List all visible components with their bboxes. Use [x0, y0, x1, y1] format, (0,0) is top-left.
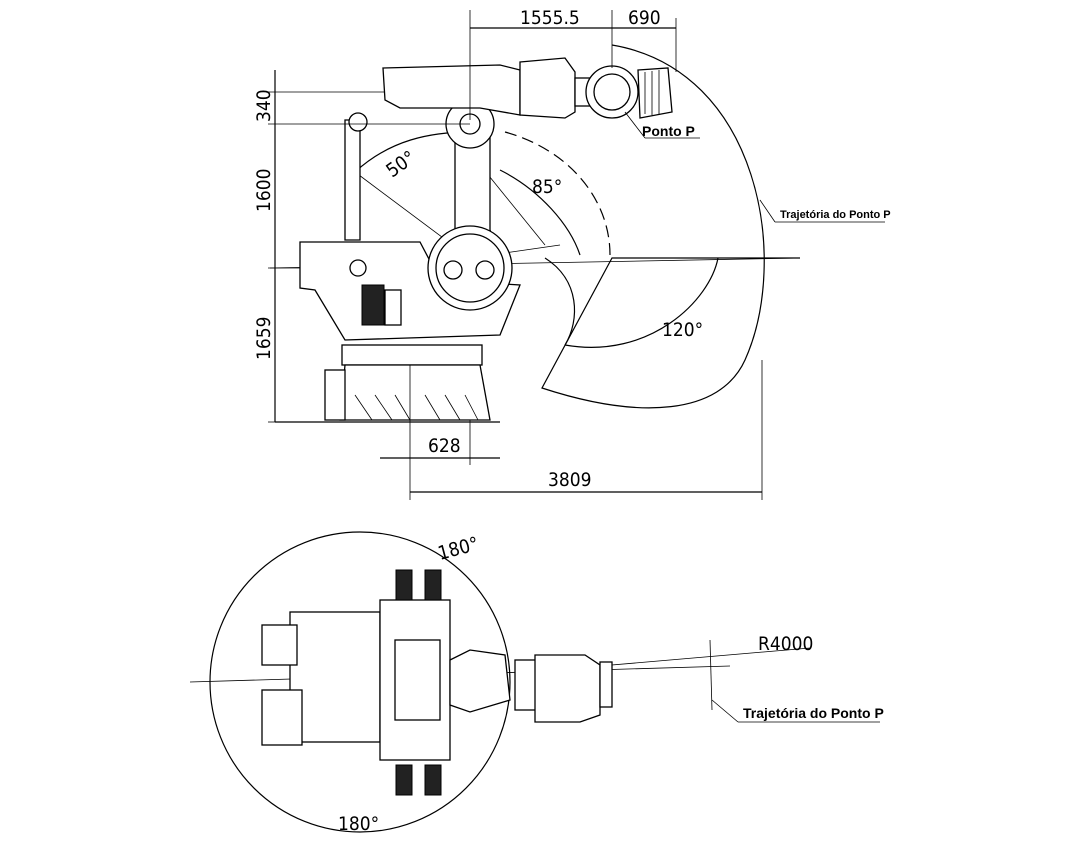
- balancer-rod: [344, 119, 361, 241]
- axis-motor-1: [361, 284, 385, 326]
- side-view: 1555.5 690 340 1600 1659 628 3809 50° 85…: [253, 7, 891, 500]
- robot-base-plate: [341, 344, 483, 366]
- top-tool-flange: [599, 661, 613, 708]
- balancer-top-joint: [348, 112, 368, 132]
- dim-690: 690: [628, 7, 661, 29]
- balancer-pivot: [349, 259, 367, 277]
- dim-628: 628: [428, 435, 461, 457]
- angle-120-label: 120°: [662, 319, 703, 341]
- top-radius-line: [599, 647, 811, 667]
- angle-180-top: 180°: [436, 533, 481, 565]
- trajectory-tick: [709, 639, 713, 711]
- base-ribs: [354, 394, 479, 421]
- dim-1659: 1659: [253, 317, 275, 361]
- top-view: 180° 180° R4000 Trajetória do Ponto P: [189, 531, 884, 835]
- point-p-label: Ponto P: [642, 123, 695, 139]
- base-side-unit: [324, 369, 346, 421]
- forearm-tube: [519, 57, 576, 119]
- top-arm: [449, 649, 511, 713]
- bottom-motor-1: [395, 764, 413, 796]
- reach-envelope: [541, 44, 800, 409]
- wrist-flange-inner: [593, 73, 631, 111]
- angle-50-label: 50°: [382, 147, 419, 182]
- dim-1555-5: 1555.5: [520, 7, 580, 29]
- trajectory-label-top: Trajetória do Ponto P: [743, 705, 884, 721]
- callout-leader-point-p: [624, 111, 646, 139]
- shoulder-gear-inner: [435, 233, 505, 303]
- top-motor-2: [424, 569, 442, 601]
- angle-85-arc: [499, 169, 581, 256]
- top-end-effector: [534, 654, 601, 723]
- dim-1600: 1600: [253, 169, 275, 213]
- top-motor-1: [395, 569, 413, 601]
- joint-range-arc: [504, 131, 611, 256]
- rotation-circle: [209, 531, 511, 833]
- robot-base-pedestal: [339, 364, 491, 421]
- trajectory-label-side: Trajetória do Ponto P: [780, 209, 891, 221]
- angle-85-label: 85°: [532, 176, 562, 198]
- callout-leader-trajectory-top: [711, 699, 739, 723]
- bottom-motor-2: [424, 764, 442, 796]
- top-base-motor: [261, 624, 298, 666]
- upper-arm: [382, 64, 521, 116]
- callout-leader-trajectory: [759, 199, 776, 223]
- dim-3809: 3809: [548, 469, 592, 491]
- top-base-bracket: [261, 689, 303, 746]
- top-shoulder-inner: [394, 639, 441, 721]
- joint-range-arc-2: [544, 257, 576, 346]
- radius-label: R4000: [758, 633, 813, 655]
- angle-180-bottom: 180°: [338, 813, 379, 835]
- shoulder-motor-b: [475, 260, 495, 280]
- axis-motor-2: [384, 289, 402, 326]
- end-effector-ridges: [644, 70, 660, 115]
- shoulder-motor-a: [443, 260, 463, 280]
- angle-120-arc: [564, 257, 719, 348]
- top-base-body: [289, 611, 381, 743]
- dim-340: 340: [253, 89, 275, 122]
- end-effector: [637, 67, 673, 119]
